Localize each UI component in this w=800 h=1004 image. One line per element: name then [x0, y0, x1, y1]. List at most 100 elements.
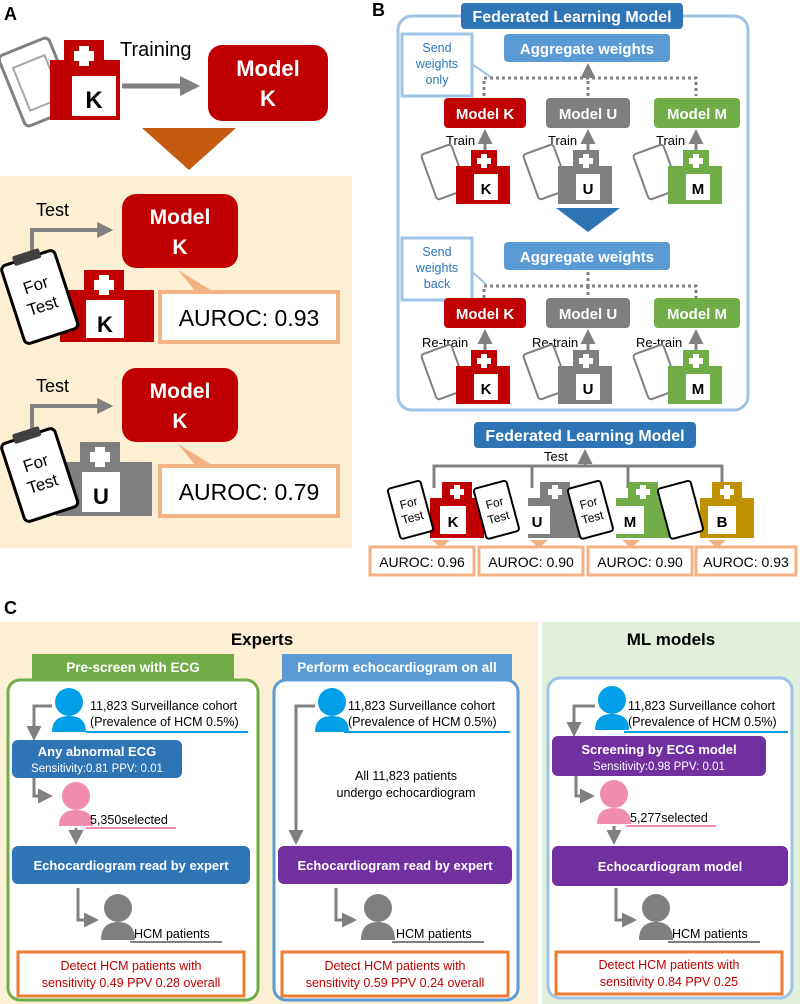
flow-arrow [32, 778, 53, 804]
retrain-label: Re-train [636, 335, 682, 350]
auroc-u-box [477, 545, 585, 577]
auroc-u-text: AUROC: 0.79 [179, 479, 320, 505]
model-letter: K [172, 410, 187, 433]
model-label: Model [150, 380, 211, 403]
echo-text: Echocardiogram model [598, 859, 742, 874]
model-label: Model [150, 206, 211, 229]
person-icon [52, 688, 86, 732]
site-letter: U [93, 484, 109, 509]
test-site-b: B [656, 479, 754, 540]
aggregate-weights-box [504, 34, 670, 62]
screen-box [12, 740, 182, 778]
send-only-text: weights [415, 57, 458, 71]
fl-bottom-title-box [474, 422, 696, 448]
auroc-b-box [694, 545, 798, 577]
for-test-text: For [484, 494, 505, 512]
site-letter: B [717, 514, 728, 531]
model-u-box [546, 98, 630, 128]
for-test-clipboard-icon: For Test [0, 248, 80, 345]
send-back-text: Send [422, 245, 451, 259]
callout-pointer [178, 444, 214, 466]
flow-arrow [26, 704, 52, 741]
site-letter: M [692, 381, 705, 398]
model-letter: K [172, 236, 187, 259]
send-back-arrows [482, 272, 698, 298]
person-icon [361, 894, 395, 940]
result-line1: Detect HCM patients with [324, 959, 465, 973]
callout-pointer [178, 270, 214, 292]
site-letter: M [692, 181, 705, 198]
screen-box [552, 736, 766, 776]
person-icon [59, 782, 93, 826]
cohort-line1: 11,823 Surveillance cohort [348, 699, 496, 713]
result-box [280, 950, 510, 998]
screen-title: Any abnormal ECG [38, 744, 156, 759]
model-u-label: Model U [559, 306, 617, 323]
selected-count: 5,277selected [630, 811, 708, 825]
all-line1: All 11,823 patients [355, 769, 457, 783]
auroc-k-text: AUROC: 0.93 [179, 305, 320, 331]
callout-connector [471, 63, 493, 79]
model-m-box [654, 98, 740, 128]
model-m-box [654, 298, 740, 328]
send-only-box [400, 32, 474, 98]
send-back-text: back [424, 277, 451, 291]
model-k-box [208, 45, 328, 121]
ml-title: ML models [627, 630, 715, 649]
screen-title: Screening by ECG model [581, 742, 736, 757]
person-icon [597, 780, 631, 824]
selected-count: 5,350selected [90, 813, 168, 827]
for-test-text: Test [400, 508, 426, 527]
result-box [16, 950, 246, 998]
model-label: Model [236, 56, 300, 81]
model-k-box [444, 98, 526, 128]
hospital-m-icon: M [632, 143, 722, 204]
send-only-text: Send [422, 41, 451, 55]
all-line2: undergo echocardiogram [337, 786, 476, 800]
echo-box [12, 846, 250, 884]
col1-header-box [32, 654, 234, 680]
person-icon [101, 894, 135, 940]
model-u-label: Model U [559, 106, 617, 123]
auroc-u-text: AUROC: 0.90 [488, 554, 574, 570]
fl-title-box [461, 3, 683, 29]
send-only-text: only [426, 73, 450, 87]
site-letter: K [448, 514, 459, 531]
test-label: Test [36, 200, 69, 220]
site-letter: U [532, 514, 543, 531]
model-m-label: Model M [667, 306, 727, 323]
auroc-k-box [158, 290, 340, 344]
model-k-label: Model K [456, 306, 514, 323]
for-test-text: Test [580, 508, 606, 527]
test-label: Test [36, 376, 69, 396]
result-box [554, 950, 784, 996]
person-icon [595, 686, 629, 730]
result-line2: sensitivity 0.84 PPV 0.25 [600, 975, 738, 989]
person-icon [315, 688, 349, 732]
model-k-box [122, 194, 238, 268]
col2-header-box [282, 654, 512, 680]
hcm-patients: HCM patients [672, 927, 748, 941]
site-letter: K [481, 181, 492, 198]
for-test-text: For [398, 494, 419, 512]
auroc-b-text: AUROC: 0.93 [703, 554, 789, 570]
hospital-k-icon: K [420, 143, 510, 204]
training-label: Training [120, 39, 192, 61]
auroc-k-box [368, 545, 476, 577]
retrain-label: Re-train [422, 335, 468, 350]
auroc-u-box [158, 464, 340, 518]
test-site-u: U For Test [472, 479, 582, 540]
callout-connector [471, 271, 487, 285]
echo-text: Echocardiogram read by expert [297, 858, 493, 873]
for-test-text: Test [486, 508, 512, 527]
flow-arrow [76, 888, 99, 928]
site-letter: M [624, 514, 637, 531]
site-letter: U [583, 181, 594, 198]
send-up-arrows [482, 63, 698, 96]
train-label: Train [446, 133, 475, 148]
flow-arrow [288, 704, 315, 845]
echo-text: Echocardiogram read by expert [33, 858, 229, 873]
send-back-text: weights [415, 261, 458, 275]
panel-a-label: A [4, 4, 17, 24]
